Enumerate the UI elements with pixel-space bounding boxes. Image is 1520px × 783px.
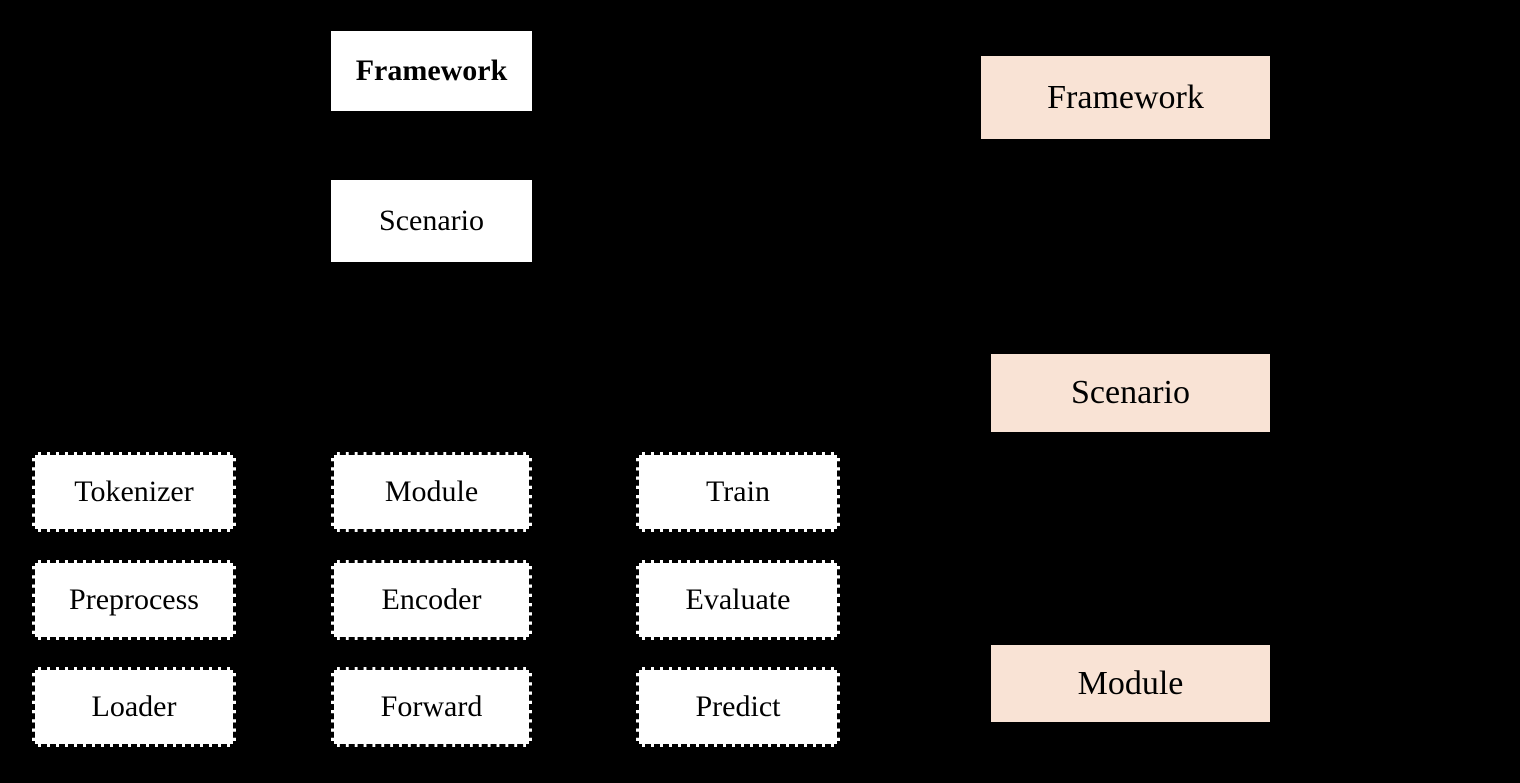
legend-framework-label: Framework bbox=[1047, 78, 1204, 116]
framework-root-label: Framework bbox=[355, 54, 508, 87]
node-predict-label: Predict bbox=[695, 690, 781, 723]
framework-root[interactable]: Framework bbox=[331, 31, 532, 111]
node-preprocess-label: Preprocess bbox=[69, 583, 199, 616]
node-train[interactable]: Train bbox=[636, 452, 840, 532]
legend-scenario[interactable]: Scenario bbox=[991, 354, 1270, 432]
node-forward-label: Forward bbox=[380, 690, 483, 723]
node-module[interactable]: Module bbox=[331, 452, 532, 532]
node-preprocess[interactable]: Preprocess bbox=[32, 560, 236, 640]
node-tokenizer[interactable]: Tokenizer bbox=[32, 452, 236, 532]
node-forward[interactable]: Forward bbox=[331, 667, 532, 747]
legend-scenario-label: Scenario bbox=[1071, 374, 1190, 411]
scenario-root[interactable]: Scenario bbox=[331, 180, 532, 262]
legend-framework[interactable]: Framework bbox=[981, 56, 1270, 139]
scenario-root-label: Scenario bbox=[379, 204, 484, 237]
node-module-label: Module bbox=[384, 475, 479, 508]
node-tokenizer-label: Tokenizer bbox=[74, 475, 194, 508]
node-encoder[interactable]: Encoder bbox=[331, 560, 532, 640]
legend-module-label: Module bbox=[1077, 664, 1184, 702]
node-loader[interactable]: Loader bbox=[32, 667, 236, 747]
node-predict[interactable]: Predict bbox=[636, 667, 840, 747]
legend-module[interactable]: Module bbox=[991, 645, 1270, 722]
node-evaluate-label: Evaluate bbox=[685, 583, 791, 616]
node-train-label: Train bbox=[706, 475, 770, 508]
node-evaluate[interactable]: Evaluate bbox=[636, 560, 840, 640]
node-loader-label: Loader bbox=[91, 690, 177, 723]
node-encoder-label: Encoder bbox=[381, 583, 482, 616]
